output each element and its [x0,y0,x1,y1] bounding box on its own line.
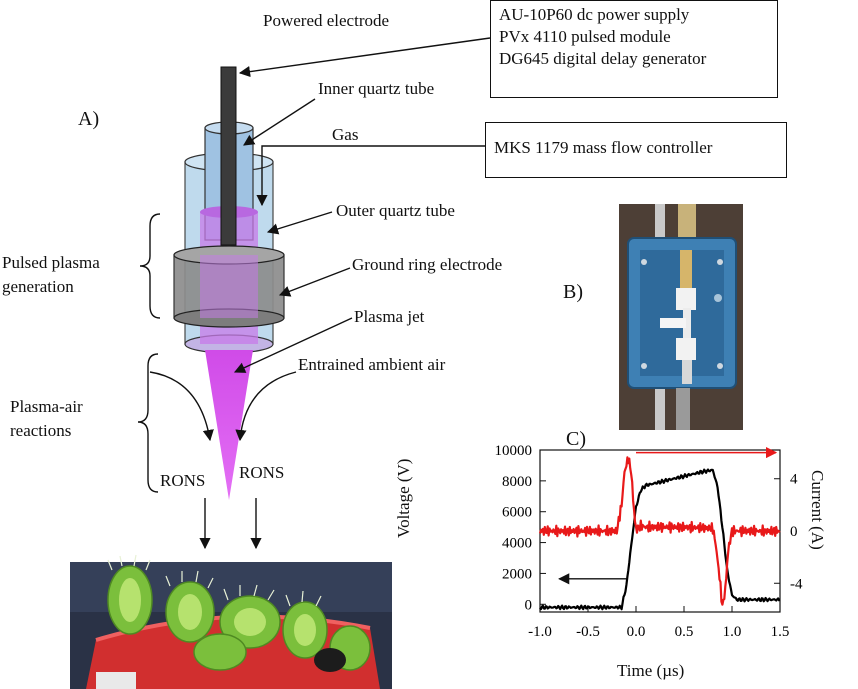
label-ground-ring-electrode: Ground ring electrode [352,255,503,274]
y-tick-label: 8000 [502,474,532,490]
x-tick-label: 0.0 [627,624,646,640]
brace-pulsed-plasma [139,213,161,319]
y-tick-label: 0 [525,597,533,613]
panel-label-c: C) [566,428,586,450]
ground-ring-electrode [173,245,285,328]
y2-tick-label: 0 [790,524,798,540]
label-rons-right: RONS [239,463,285,482]
label-powered-electrode: Powered electrode [263,11,390,30]
series-line-voltage [539,468,781,611]
label-pulsed-plasma-1: Pulsed plasma [2,253,100,272]
x-tick-label: 0.5 [675,624,694,640]
y2-tick-label: -4 [790,576,803,592]
y-tick-label: 10000 [495,443,533,459]
label-gas: Gas [332,125,359,144]
panel-label-a: A) [78,108,100,130]
x-tick-label: 1.5 [771,624,790,640]
label-plasma-air-1: Plasma-air [10,397,83,416]
mass-flow-controller-box: MKS 1179 mass flow controller [485,122,787,178]
y-tick-label: 6000 [502,505,532,521]
x-tick-label: 1.0 [723,624,742,640]
chart-xlabel: Time (µs) [617,661,685,680]
label-plasma-jet: Plasma jet [354,307,425,326]
panel-label-b: B) [563,281,583,303]
x-tick-label: -1.0 [528,624,552,640]
power-box-line-3: DG645 digital delay generator [499,49,707,69]
label-outer-quartz-tube: Outer quartz tube [336,201,455,220]
power-supply-box: AU-10P60 dc power supply PVx 4110 pulsed… [490,0,778,98]
y2-tick-label: 4 [790,472,798,488]
x-tick-label: -0.5 [576,624,600,640]
label-inner-quartz-tube: Inner quartz tube [318,79,435,98]
power-box-line-2: PVx 4110 pulsed module [499,27,671,47]
series-line-current [538,456,781,606]
y-tick-label: 4000 [502,536,532,552]
power-box-line-1: AU-10P60 dc power supply [499,5,690,24]
label-plasma-air-2: reactions [10,421,72,440]
label-rons-left: RONS [160,471,206,490]
chart-ylabel: Voltage (V) [394,458,413,538]
label-pulsed-plasma-2: generation [2,277,74,296]
y-tick-label: 2000 [502,566,532,582]
brace-plasma-air [137,353,159,493]
leader-lines [149,37,491,550]
label-entrained-ambient-air: Entrained ambient air [298,355,446,374]
plasma-jet-plume [205,350,253,500]
powered-electrode-rod [220,66,237,246]
mfc-box-label: MKS 1179 mass flow controller [494,138,713,157]
chart-y2label: Current (A) [808,470,827,550]
